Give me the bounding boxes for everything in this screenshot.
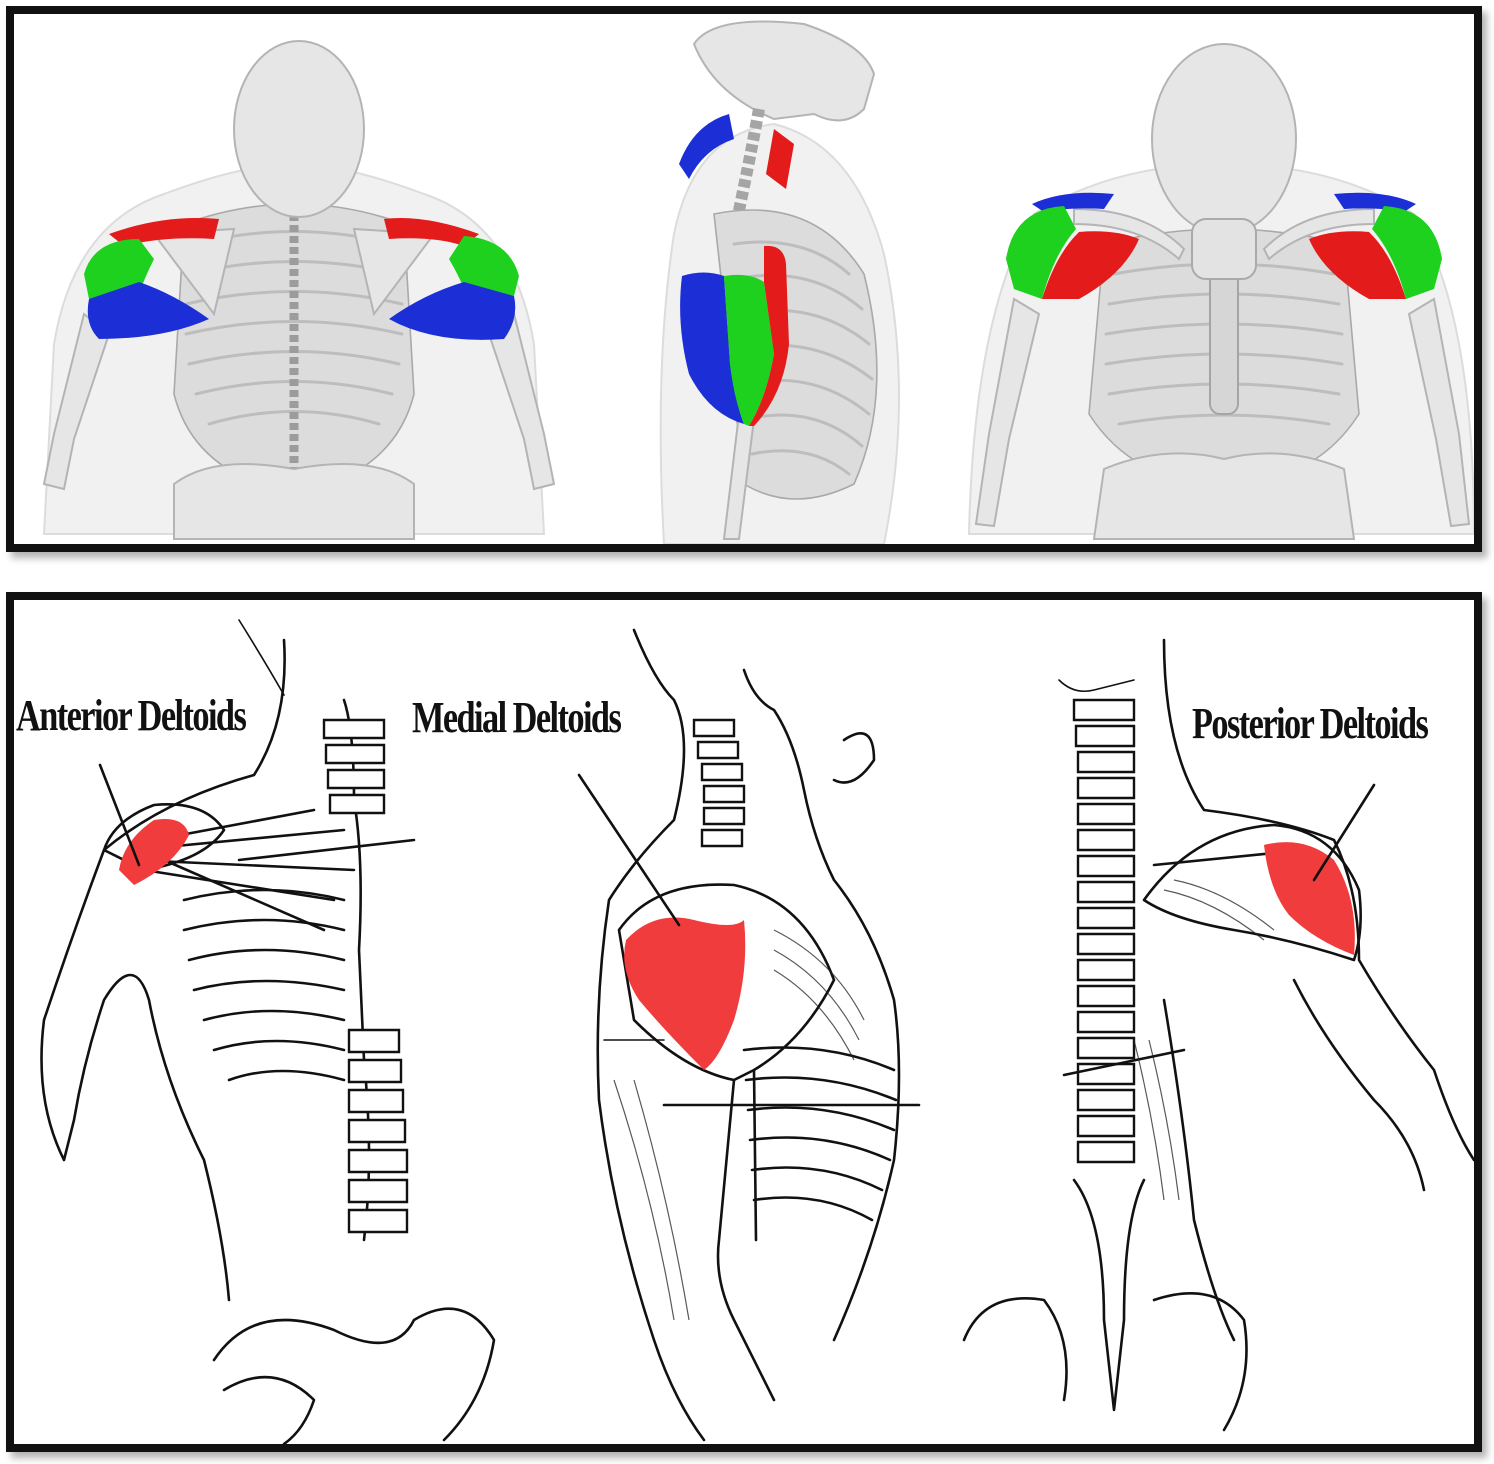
medial-deltoids-label: Medial Deltoids: [412, 693, 622, 742]
rear-skull: [233, 40, 365, 218]
top-3d-panel: [6, 6, 1482, 552]
side-posterior-deltoid: [680, 272, 744, 424]
medial-fibers: [613, 929, 865, 1321]
rear-left-anterior-deltoid: [109, 218, 219, 246]
anterior-spine: [322, 718, 409, 1234]
front-right-anterior-deltoid: [1309, 231, 1406, 299]
posterior-spine: [1072, 698, 1136, 1164]
anterior-ribs: [182, 888, 346, 1082]
anterior-deltoids-label: Anterior Deltoids: [16, 691, 247, 740]
side-skull: [692, 20, 876, 122]
rear-right-anterior-deltoid: [384, 218, 479, 246]
posterior-fibers: [1133, 879, 1275, 1201]
posterior-deltoids-label: Posterior Deltoids: [1192, 699, 1429, 748]
posterior-sketch: [962, 638, 1474, 1432]
rear-3d-figure: [42, 40, 556, 540]
medial-pointer-line: [577, 773, 681, 927]
bottom-sketch-illustrations: [40, 619, 1474, 1444]
rear-left-posterior-deltoid: [87, 282, 209, 339]
rear-right-posterior-deltoid: [389, 282, 516, 340]
posterior-deltoid-highlight: [1264, 842, 1355, 955]
front-skull: [1151, 43, 1297, 235]
rear-right-medial-deltoid: [449, 236, 519, 296]
side-anterior-deltoid-top: [766, 129, 794, 189]
side-anterior-deltoid: [749, 245, 789, 426]
medial-ribs: [742, 1046, 898, 1222]
anterior-sketch: [40, 619, 496, 1444]
medial-deltoid-highlight: [624, 917, 746, 1070]
medial-spine: [692, 718, 746, 848]
front-left-medial-deltoid: [1006, 206, 1076, 299]
bottom-sketch-panel: Anterior Deltoids Medial Deltoids Poster…: [6, 592, 1482, 1452]
top-3d-illustrations: [42, 20, 1474, 544]
side-3d-figure: [659, 20, 900, 544]
front-left-posterior-deltoid: [1032, 192, 1114, 212]
front-right-medial-deltoid: [1372, 206, 1442, 299]
side-posterior-deltoid-top: [679, 114, 734, 179]
anterior-pointer-line: [98, 763, 141, 867]
medial-sketch: [577, 628, 921, 1442]
side-medial-deltoid: [724, 274, 774, 426]
anterior-deltoid-highlight: [119, 819, 189, 885]
front-left-anterior-deltoid: [1042, 231, 1139, 299]
front-right-posterior-deltoid: [1334, 192, 1416, 212]
front-3d-figure: [967, 43, 1474, 540]
posterior-pointer-line: [1312, 783, 1376, 882]
